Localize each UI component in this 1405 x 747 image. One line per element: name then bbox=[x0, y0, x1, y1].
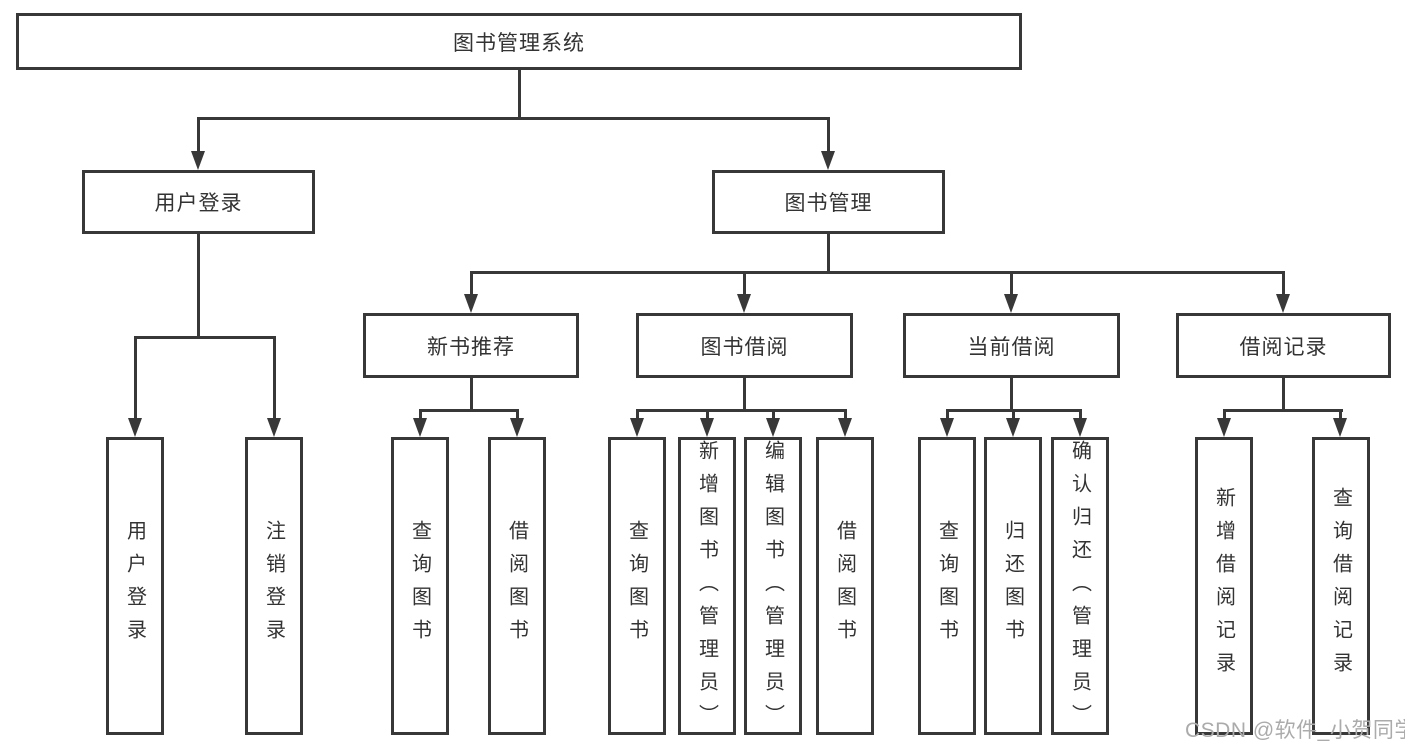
connector-borrow-records-stem bbox=[1282, 378, 1285, 412]
connector-drop bbox=[946, 409, 949, 420]
connector-drop bbox=[844, 409, 847, 420]
arrow-down-icon bbox=[464, 294, 478, 313]
arrow-down-icon bbox=[821, 151, 835, 170]
node-current-borrowing: 当前借阅 bbox=[903, 313, 1120, 378]
arrow-down-icon bbox=[128, 418, 142, 437]
connector-drop-new-book bbox=[470, 271, 473, 296]
connector-drop-leaf-logout bbox=[273, 336, 276, 420]
leaf-add-books-admin: 新增图书（管理员） bbox=[678, 437, 736, 737]
leaf-query-borrow-record: 查询借阅记录 bbox=[1312, 437, 1370, 735]
arrow-down-icon bbox=[700, 418, 714, 437]
leaf-query-books-current: 查询图书 bbox=[918, 437, 976, 735]
csdn-watermark: CSDN @软件_小贺同学 bbox=[1185, 719, 1405, 742]
arrow-down-icon bbox=[1333, 418, 1347, 437]
connector-book-management-splitter bbox=[470, 271, 1285, 274]
connector-drop bbox=[636, 409, 639, 420]
arrow-down-icon bbox=[1004, 294, 1018, 313]
connector-root-stem bbox=[518, 70, 521, 119]
connector-borrow-records-splitter bbox=[1223, 409, 1343, 412]
arrow-down-icon bbox=[630, 418, 644, 437]
connector-drop-current-borrowing bbox=[1010, 271, 1013, 296]
leaf-query-books-recommend: 查询图书 bbox=[391, 437, 449, 735]
connector-drop bbox=[1079, 409, 1082, 420]
connector-book-borrowing-stem bbox=[743, 378, 746, 412]
connector-new-book-stem bbox=[470, 378, 473, 412]
arrow-down-icon bbox=[1006, 418, 1020, 437]
node-root-library-system: 图书管理系统 bbox=[16, 13, 1022, 70]
connector-book-management-stem bbox=[827, 234, 830, 274]
arrow-down-icon bbox=[1217, 418, 1231, 437]
leaf-borrow-books-recommend: 借阅图书 bbox=[488, 437, 546, 735]
node-user-login: 用户登录 bbox=[82, 170, 315, 234]
connector-drop bbox=[516, 409, 519, 420]
connector-new-book-splitter bbox=[419, 409, 519, 412]
arrow-down-icon bbox=[940, 418, 954, 437]
connector-user-login-stem bbox=[197, 234, 200, 338]
connector-drop-book-management bbox=[827, 117, 830, 153]
leaf-logout: 注销登录 bbox=[245, 437, 303, 735]
connector-drop-borrow-records bbox=[1282, 271, 1285, 296]
leaf-user-login: 用户登录 bbox=[106, 437, 164, 735]
node-borrow-records: 借阅记录 bbox=[1176, 313, 1391, 378]
connector-book-borrowing-splitter bbox=[636, 409, 847, 412]
leaf-confirm-return-admin: 确认归还（管理员） bbox=[1051, 437, 1109, 737]
connector-drop bbox=[1339, 409, 1342, 420]
node-book-borrowing: 图书借阅 bbox=[636, 313, 853, 378]
connector-current-borrowing-stem bbox=[1010, 378, 1013, 412]
node-new-book-recommend: 新书推荐 bbox=[363, 313, 579, 378]
arrow-down-icon bbox=[1276, 294, 1290, 313]
arrow-down-icon bbox=[766, 418, 780, 437]
connector-drop bbox=[772, 409, 775, 420]
connector-user-login-splitter bbox=[134, 336, 276, 339]
connector-drop bbox=[706, 409, 709, 420]
leaf-query-books-borrowing: 查询图书 bbox=[608, 437, 666, 735]
connector-drop bbox=[1012, 409, 1015, 420]
arrow-down-icon bbox=[838, 418, 852, 437]
connector-drop bbox=[1223, 409, 1226, 420]
leaf-add-borrow-record: 新增借阅记录 bbox=[1195, 437, 1253, 735]
arrow-down-icon bbox=[267, 418, 281, 437]
connector-drop bbox=[419, 409, 422, 420]
connector-drop-leaf-user-login bbox=[134, 336, 137, 420]
leaf-return-books: 归还图书 bbox=[984, 437, 1042, 735]
leaf-edit-books-admin: 编辑图书（管理员） bbox=[744, 437, 802, 737]
arrow-down-icon bbox=[191, 151, 205, 170]
node-book-management: 图书管理 bbox=[712, 170, 945, 234]
connector-root-splitter bbox=[197, 117, 830, 120]
leaf-borrow-books: 借阅图书 bbox=[816, 437, 874, 735]
arrow-down-icon bbox=[413, 418, 427, 437]
arrow-down-icon bbox=[510, 418, 524, 437]
arrow-down-icon bbox=[1073, 418, 1087, 437]
connector-drop-book-borrowing bbox=[743, 271, 746, 296]
connector-drop-user-login bbox=[197, 117, 200, 153]
arrow-down-icon bbox=[737, 294, 751, 313]
